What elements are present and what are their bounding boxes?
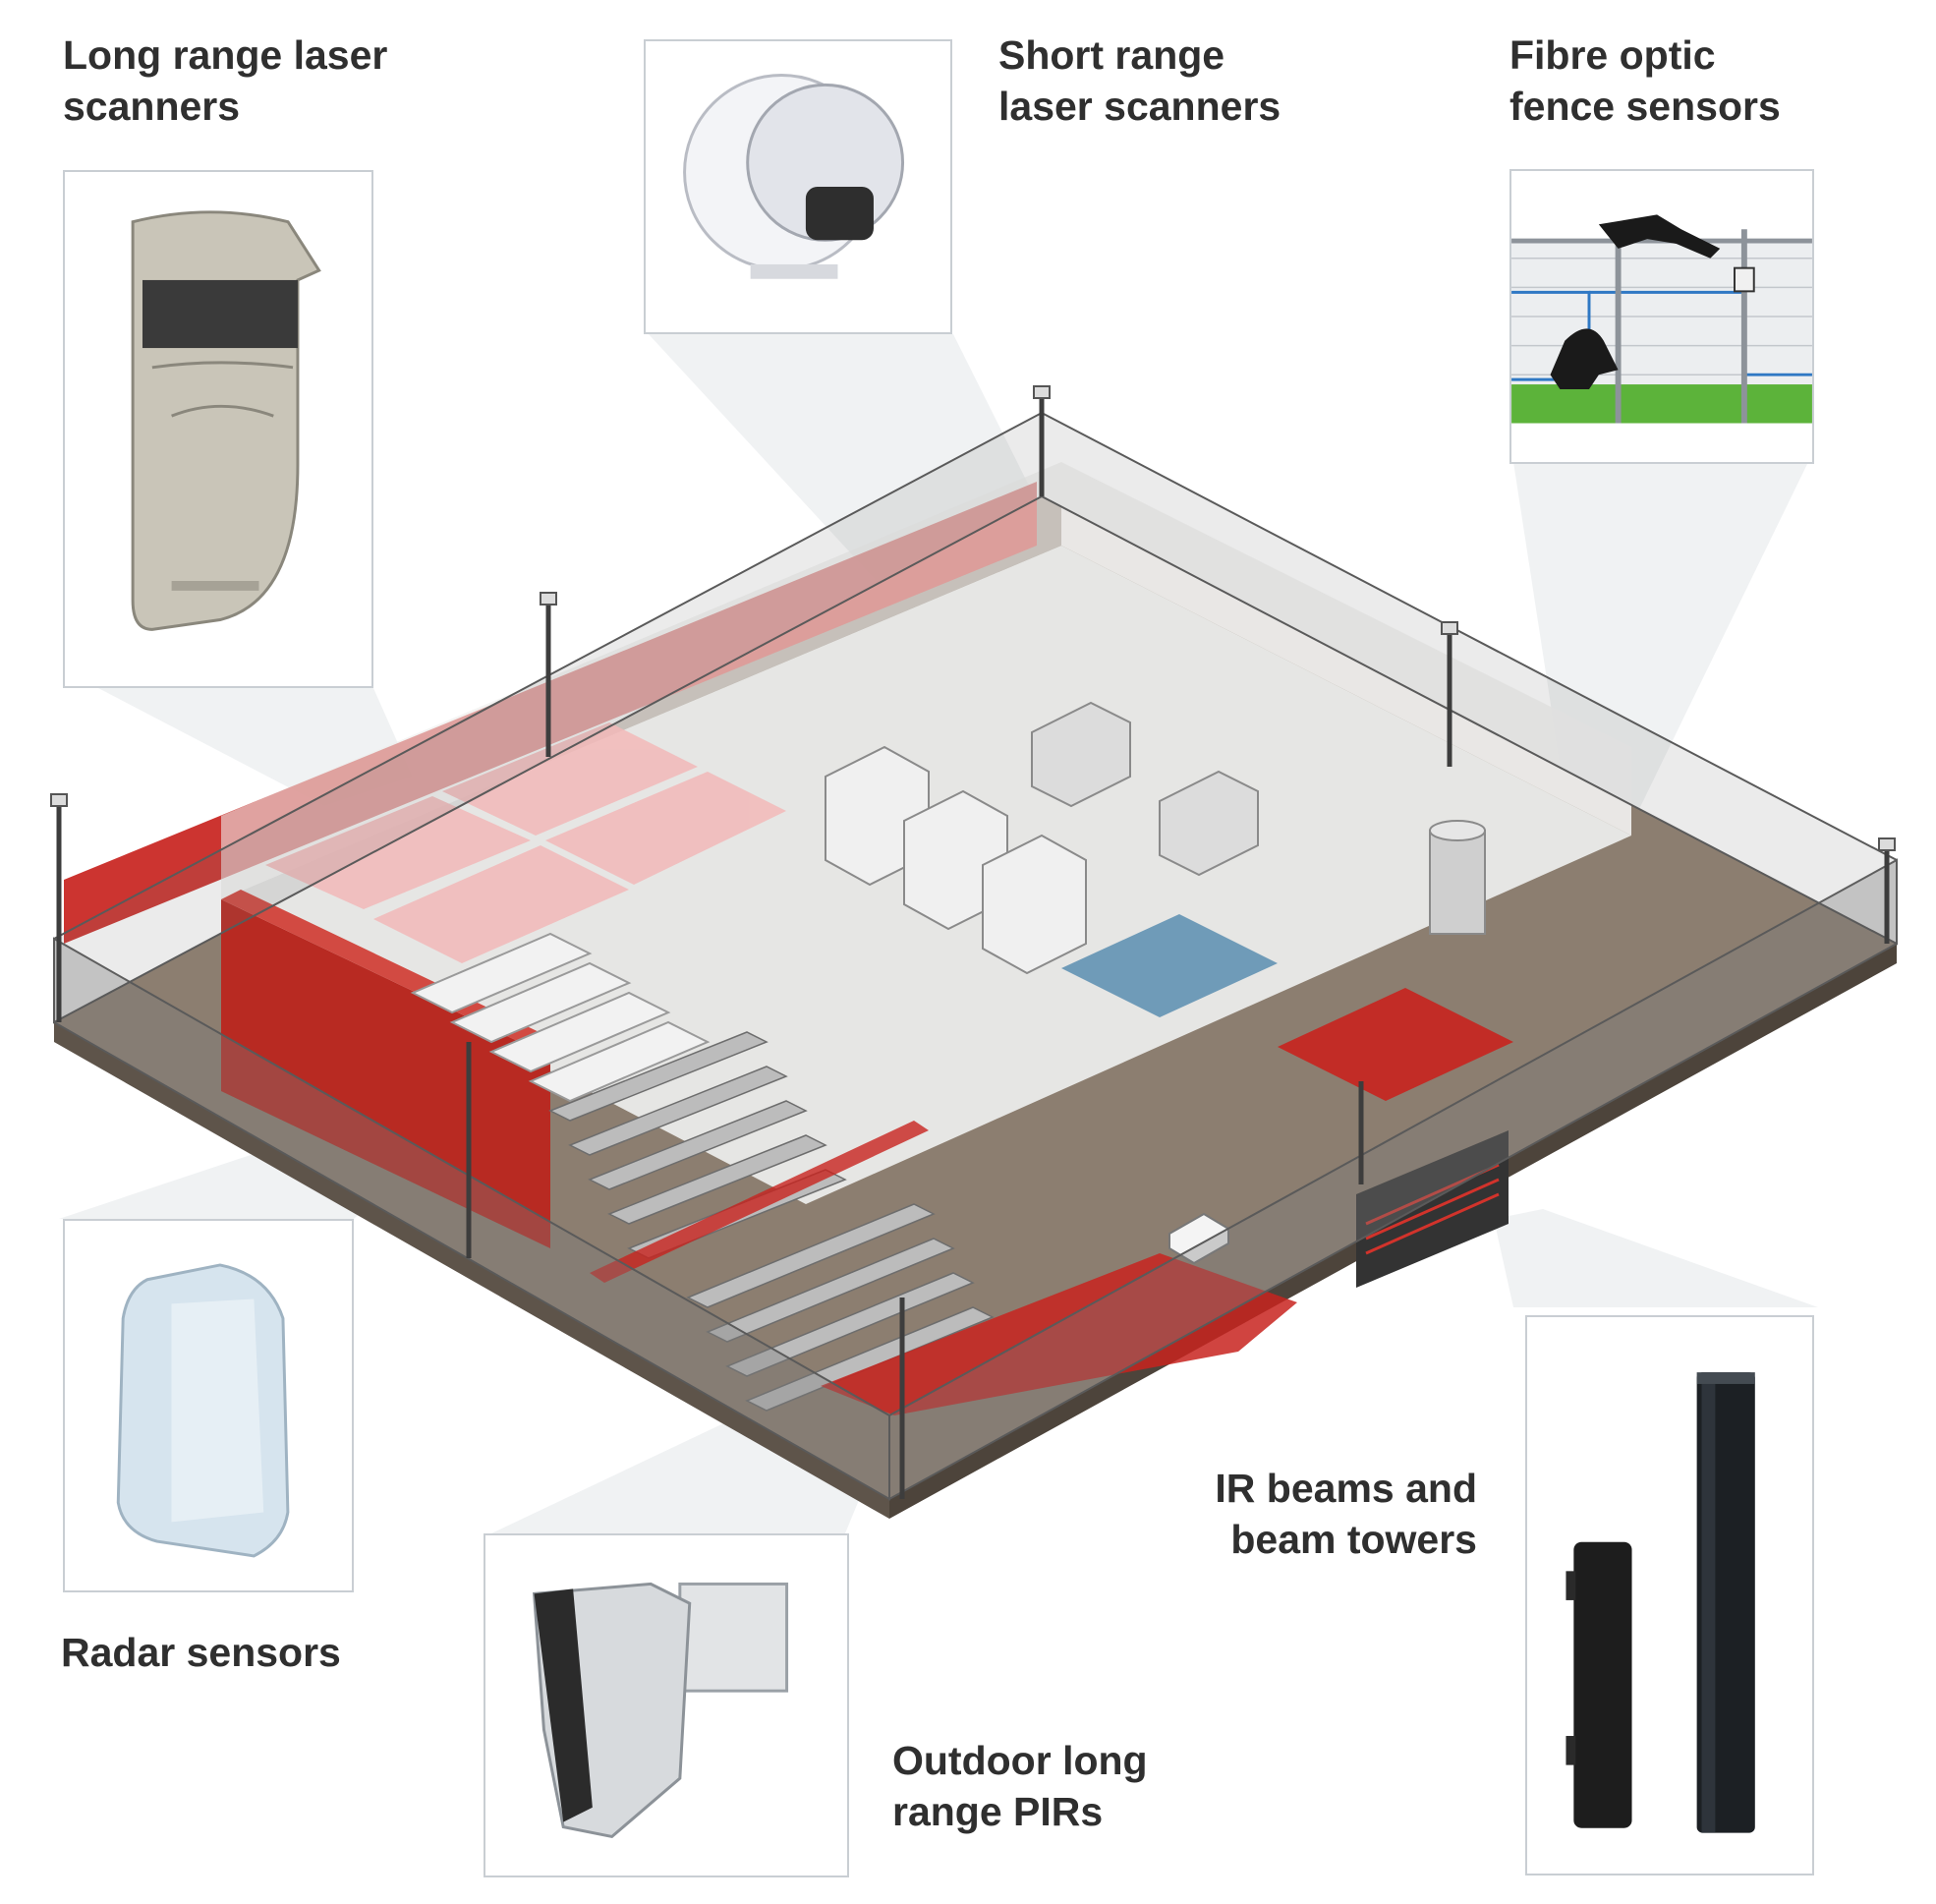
site-ground-edge [54, 1022, 889, 1519]
storage-tank [1429, 820, 1486, 935]
pir-detection-zone [821, 1253, 1297, 1415]
box-ir-beam-towers [1525, 1315, 1814, 1875]
callout-beam-ir [1494, 1209, 1818, 1307]
pole-sensor-heads [50, 385, 1896, 851]
red-control-room [1278, 988, 1513, 1101]
short-range-laser-scanner-icon [683, 74, 905, 279]
fence-intruders-icon [1511, 214, 1812, 424]
blue-equipment-room [1061, 914, 1278, 1017]
box-short-range-laser-scanner [644, 39, 952, 334]
label-fibre-optic-fence-sensors: Fibre optic fence sensors [1509, 32, 1781, 129]
building-wall-back-left [221, 462, 1061, 899]
outdoor-pir-sensor-icon [532, 1582, 789, 1839]
plant-room-units [825, 701, 1259, 975]
long-range-laser-scanner-icon [131, 210, 321, 631]
label-short-range-laser-scanners: Short range laser scanners [998, 32, 1281, 129]
box-long-range-laser-scanner [63, 170, 373, 688]
beam-tower-icon [1566, 1372, 1755, 1833]
label-radar-sensors: Radar sensors [61, 1630, 341, 1675]
label-long-range-laser-scanners: Long range laser scanners [63, 32, 388, 129]
box-outdoor-pir-sensor [484, 1533, 849, 1877]
label-outdoor-long-range-pirs: Outdoor long range PIRs [892, 1738, 1148, 1834]
aisle-red-strip [590, 1121, 929, 1283]
label-ir-beams-and-beam-towers: IR beams and beam towers [1215, 1466, 1477, 1562]
box-radar-sensor [63, 1219, 354, 1592]
van-icon [1168, 1212, 1229, 1265]
box-fibre-optic-fence-sensors [1509, 169, 1814, 464]
ir-beam-gate [1356, 1130, 1509, 1288]
radar-sensor-icon [116, 1263, 290, 1558]
server-rows-upper [410, 932, 711, 1103]
roof-laser-zones [265, 722, 786, 963]
sensor-poles [56, 393, 1890, 1499]
building-wall-back-right [1061, 462, 1631, 836]
